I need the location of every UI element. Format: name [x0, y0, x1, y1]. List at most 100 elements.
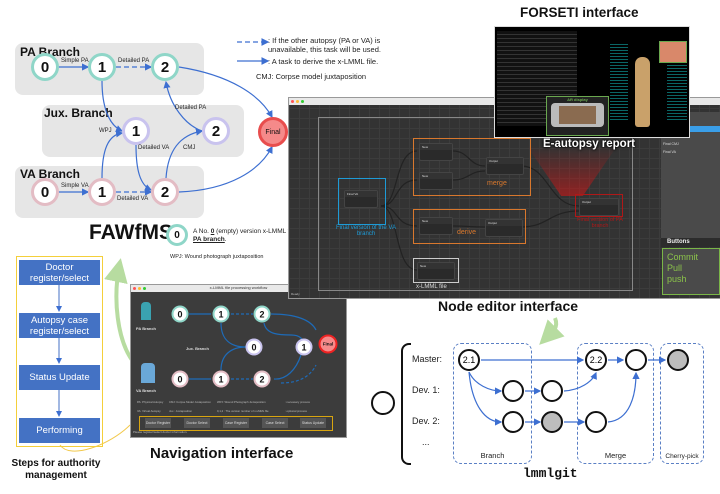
nav-pa-node-0[interactable]: 0 [171, 305, 189, 323]
navigation-window: x-LMML file processing workflow PA Branc… [130, 284, 347, 438]
merge-group [413, 138, 531, 196]
output-node[interactable]: Output [579, 198, 619, 216]
legend-cmj-text: CMJ: Corpse model juxtaposition [256, 72, 367, 81]
text: New [420, 218, 452, 224]
steps-box [16, 256, 103, 447]
corpse-model [635, 57, 650, 127]
final-node: Final [258, 117, 288, 147]
wound-photo [659, 41, 687, 63]
nav-va-node-1[interactable]: 1 [212, 370, 230, 388]
edge-wpj-from-va [101, 130, 124, 179]
nav-jux-node-1[interactable]: 1 [295, 338, 313, 356]
edge-label: Detailed PA [175, 105, 207, 111]
nav-pa-node-1[interactable]: 1 [212, 305, 230, 323]
window-title: x-LMML file processing workflow [209, 285, 268, 290]
edge-label: Detailed VA [117, 196, 149, 202]
ne-status: Ready [291, 292, 300, 296]
nav-jux-node-0[interactable]: 0 [245, 338, 263, 356]
final-pa-label: Final version of PA branch [577, 217, 623, 229]
brace [401, 343, 411, 465]
commit-node [541, 380, 563, 402]
nav-va-node-0[interactable]: 0 [171, 370, 189, 388]
fawfms-title: FAWfMS [89, 221, 173, 244]
doctor-select-button[interactable]: Doctor Select [184, 418, 210, 428]
edge-va-final [178, 145, 273, 193]
step-status: Status Update [19, 365, 100, 390]
forseti-caption: FORSETI interface [520, 5, 639, 20]
edge-label: Detailed VA [138, 145, 170, 151]
output-node[interactable]: Output [486, 157, 524, 175]
jux-node-1: 1 [122, 117, 150, 145]
push-button[interactable]: push [667, 274, 687, 284]
new-node[interactable]: New [417, 262, 455, 280]
final-va-label: Final version of the VA branch [336, 225, 396, 237]
va-branch-title: VA Branch [20, 167, 81, 181]
final-pa-group [575, 194, 623, 217]
steps-arrows [56, 285, 62, 417]
case-select-button[interactable]: Case Select [262, 418, 288, 428]
commit-button[interactable]: Commit [667, 252, 698, 262]
cherry-pick-label: Cherry-pick [665, 453, 699, 460]
step-case: Autopsy case register/select [19, 313, 100, 338]
steps-caption: Steps for authority management [11, 458, 101, 481]
edge-label: Simple VA [61, 183, 89, 189]
case-register-button[interactable]: Case Register [223, 418, 249, 428]
final-va-node[interactable]: Final VA [344, 190, 378, 208]
nav-titlebar: x-LMML file processing workflow [131, 285, 346, 292]
jux-node-2: 2 [202, 117, 230, 145]
commit-2-1: 2.1 [458, 349, 480, 371]
legend-node-example: 0 [166, 224, 188, 246]
ar-display: AR display [546, 96, 609, 136]
new-node[interactable]: New [419, 143, 453, 161]
text: 0,1,2 : The version number of x-LMML fil… [217, 409, 269, 413]
text: (empty) version x-LMML file in [214, 228, 303, 235]
green-arrow-to-fawfms [104, 258, 134, 362]
nav-final-node[interactable]: Final [318, 334, 338, 354]
side-item[interactable]: Final CMJ [663, 142, 679, 146]
step-performing: Performing [19, 418, 100, 443]
buttons-panel: Commit Pull push [662, 248, 720, 295]
xlmml-label: x-LMML file [416, 284, 447, 290]
doctor-pa-icon [141, 302, 151, 320]
text: PA: Physical Autopsy [137, 400, 164, 404]
repo-circle [371, 391, 395, 415]
forseti-window: AR display [494, 26, 690, 138]
nav-pa-node-2[interactable]: 2 [253, 305, 271, 323]
nav-va-node-2[interactable]: 2 [253, 370, 271, 388]
commit-node [502, 380, 524, 402]
pa-node-0: 0 [31, 53, 59, 81]
edge-pa-final [178, 66, 273, 119]
va-node-0: 0 [31, 178, 59, 206]
legend-dashed-text: : If the other autopsy (PA or VA) is una… [268, 36, 381, 54]
tablet [551, 103, 604, 127]
merge-label: merge [487, 180, 507, 187]
commit-2-2: 2.2 [585, 349, 607, 371]
text: Jux.: Juxtaposition [169, 409, 193, 413]
status-update-button[interactable]: Status Update [300, 418, 326, 428]
row-label-more: ... [422, 437, 430, 447]
branch-label: Branch [480, 451, 505, 460]
side-item[interactable]: Final VA [663, 150, 676, 154]
selected-item[interactable] [661, 126, 720, 132]
new-node[interactable]: New [419, 217, 453, 235]
text: PA branch [193, 236, 225, 243]
text: Output [580, 199, 618, 205]
lmmlgit-caption: lmmlgit [523, 466, 578, 481]
output-node[interactable]: Output [485, 219, 523, 237]
edge-label: Simple PA [61, 58, 89, 64]
va-node-2: 2 [151, 178, 179, 206]
nav-button-bar: Doctor Register Doctor Select Case Regis… [139, 416, 333, 431]
cherry-pick-group: Cherry-pick [660, 343, 704, 464]
e-autopsy-caption: E-autopsy report [543, 138, 636, 150]
derive-label: derive [457, 229, 477, 236]
edge-cmj [165, 128, 204, 179]
va-node-1: 1 [88, 178, 116, 206]
doctor-register-button[interactable]: Doctor Register [145, 418, 171, 428]
new-node[interactable]: New [419, 172, 453, 190]
pull-button[interactable]: Pull [667, 263, 683, 273]
merge-label: Merge [604, 451, 627, 460]
